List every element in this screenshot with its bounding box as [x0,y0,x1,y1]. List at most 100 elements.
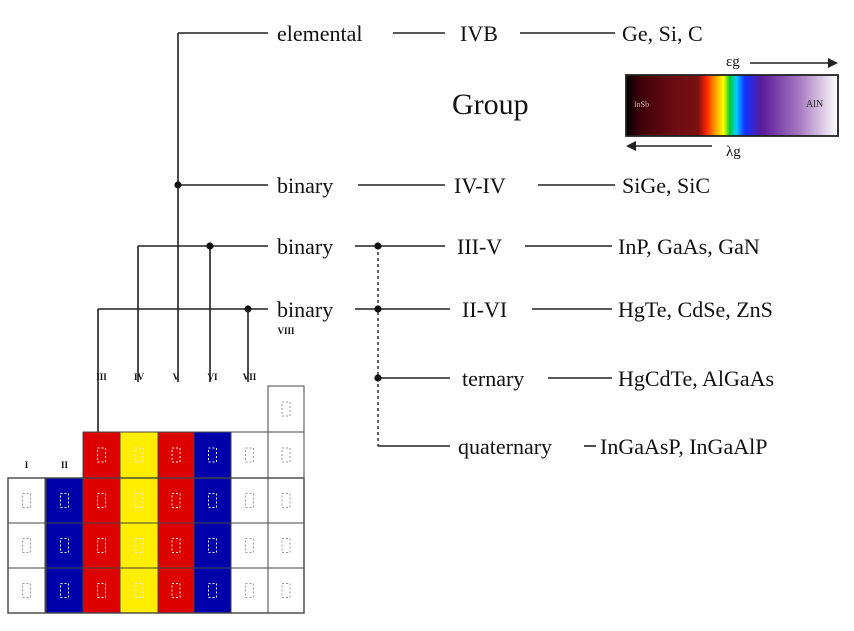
element-symbol-mark [134,493,144,508]
category-label-ternary: ternary [462,366,524,391]
table-cell [119,567,159,614]
table-cell [82,431,121,479]
group-heading: Group [452,88,529,121]
group-label-iii-v: III-V [457,234,502,259]
wavelength-label: λg [726,144,741,160]
column-header-iv: IV [134,372,145,382]
bandgap-spectrum: InSb AlN εg λg [625,54,839,160]
table-cell [45,477,84,524]
element-symbol-mark [281,401,291,417]
category-label-quaternary: quaternary [458,434,552,459]
element-symbol-mark [22,493,31,508]
table-cell [230,567,269,614]
element-symbol-mark [208,447,217,463]
column-header-iii: III [96,372,107,382]
table-cell [157,522,195,569]
tree-connectors [97,32,615,485]
junction-dot [374,305,382,313]
junction-dot [374,374,382,382]
element-symbol-mark [281,447,291,463]
energy-gap-label: εg [726,54,740,70]
element-symbol-mark [245,493,254,508]
table-cell [7,567,46,614]
category-label-elemental: elemental [277,21,363,46]
wavelength-arrow-head [626,141,636,151]
category-label-binary-ii-vi: binary [277,297,333,322]
element-symbol-mark [281,538,291,553]
table-cell [82,522,121,569]
examples-quaternary: InGaAsP, InGaAlP [600,434,767,459]
table-cell [193,522,232,569]
element-symbol-mark [134,583,144,598]
column-header-ii: II [61,460,69,470]
group-label-ii-vi: II-VI [462,297,507,322]
category-label-binary-iii-v: binary [277,234,333,259]
element-symbol-mark [97,583,106,598]
column-header-viii: VIII [277,326,295,336]
element-symbol-mark [281,583,291,598]
column-header-vii: VII [243,372,257,382]
table-cell [157,567,195,614]
table-cell [119,522,159,569]
element-symbol-mark [97,493,106,508]
examples-iii-v: InP, GaAs, GaN [618,234,760,259]
element-symbol-mark [171,447,181,463]
element-symbol-mark [60,493,69,508]
group-label-iv-iv: IV-IV [454,173,506,198]
junction-dot [174,181,182,189]
table-cell [267,385,305,433]
column-header-i: I [25,460,29,470]
table-cell [119,431,159,479]
examples-elemental: Ge, Si, C [622,21,703,46]
table-cell [157,477,195,524]
element-symbol-mark [281,493,291,508]
category-label-binary-iv-iv: binary [277,173,333,198]
element-symbol-mark [97,538,106,553]
column-header-vi: VI [207,372,217,382]
table-cell [119,477,159,524]
table-cell [7,522,46,569]
table-cell [267,431,305,479]
element-symbol-mark [171,493,181,508]
element-symbol-mark [60,538,69,553]
element-symbol-mark [245,447,254,463]
spectrum-right-label: AlN [806,99,823,110]
element-symbol-mark [22,538,31,553]
table-cell [82,477,121,524]
junction-dot [244,305,252,313]
table-cell [267,522,305,569]
spectrum-left-label: InSb [634,100,649,109]
examples-iv-iv: SiGe, SiC [622,173,710,198]
table-outline [7,477,305,614]
junction-dot [206,242,214,250]
table-cell [230,522,269,569]
element-symbol-mark [245,538,254,553]
element-symbol-mark [208,493,217,508]
element-symbol-mark [60,583,69,598]
table-cell [267,567,305,614]
table-cell [230,477,269,524]
junction-dot [374,242,382,250]
table-cell [267,477,305,524]
examples-ii-vi: HgTe, CdSe, ZnS [618,297,773,322]
element-symbol-mark [208,583,217,598]
table-cell [45,567,84,614]
element-symbol-mark [97,447,106,463]
examples-ternary: HgCdTe, AlGaAs [618,366,774,391]
table-cell [7,477,46,524]
element-symbol-mark [171,538,181,553]
column-header-v: V [173,372,180,382]
element-symbol-mark [134,538,144,553]
table-cell [230,431,269,479]
element-symbol-mark [22,583,31,598]
junction-dots [174,181,382,382]
table-cell [157,431,195,479]
element-symbol-mark [208,538,217,553]
table-cell [82,567,121,614]
spectrum-bar [625,74,839,137]
table-cell [193,477,232,524]
group-label-ivb: IVB [460,21,498,46]
